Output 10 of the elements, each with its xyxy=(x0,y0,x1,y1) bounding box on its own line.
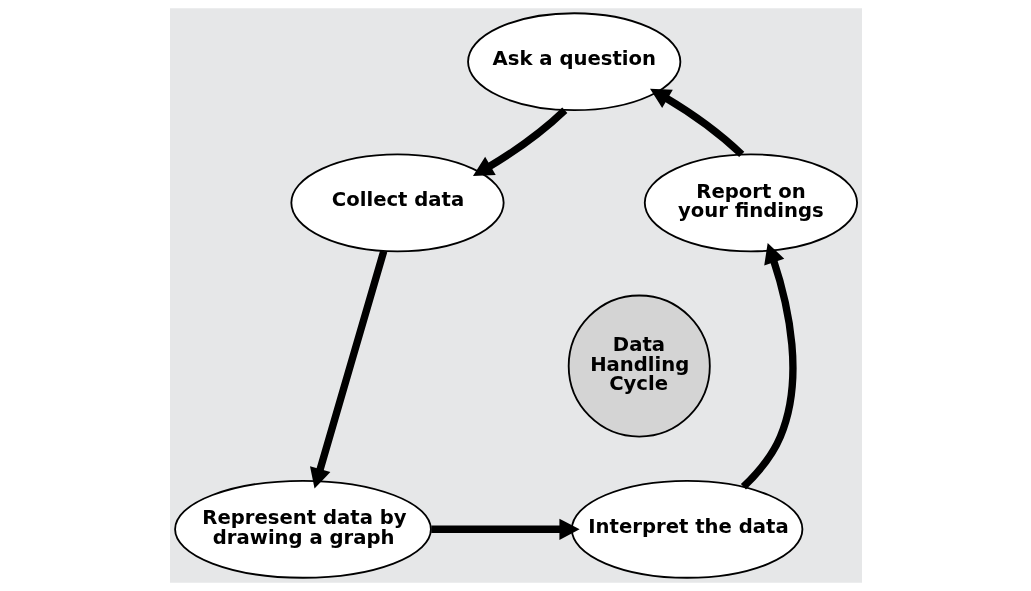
arrow xyxy=(309,250,387,489)
node-ellipse: Report on your findings xyxy=(643,153,858,253)
arrow xyxy=(649,88,744,158)
node-ellipse: Represent data by drawing a graph xyxy=(173,479,432,579)
arrow xyxy=(472,107,567,176)
arrow xyxy=(430,518,580,540)
node-ellipse: Ask a question xyxy=(466,12,681,112)
node-ellipse: Interpret the data xyxy=(570,479,803,579)
arrow xyxy=(740,243,796,490)
node-circle: Data Handling Cycle xyxy=(567,294,711,438)
